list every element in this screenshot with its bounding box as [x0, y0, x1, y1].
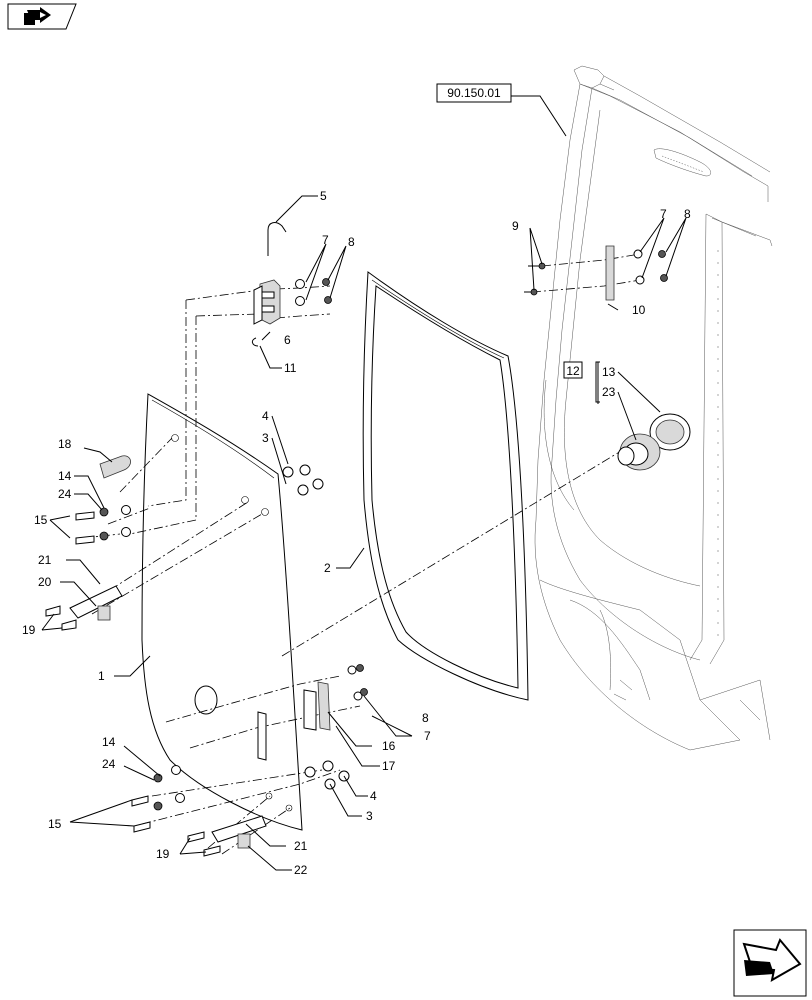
callout-19: 19	[22, 623, 36, 637]
callout-3: 3	[366, 809, 373, 823]
left-upper-hardware	[45, 455, 324, 631]
window-glass-panel	[141, 393, 303, 831]
callout-10: 10	[632, 303, 646, 317]
callout-7: 7	[424, 729, 431, 743]
callout-15: 15	[34, 513, 48, 527]
latch-hinge-assembly	[251, 222, 332, 347]
window-gasket	[362, 271, 529, 701]
callout-8: 8	[422, 711, 429, 725]
callout-4: 4	[370, 789, 377, 803]
callout-22: 22	[294, 863, 308, 877]
callout-8: 8	[684, 207, 691, 221]
callout-5: 5	[320, 189, 327, 203]
callout-2: 2	[324, 561, 331, 575]
reference-label: 90.150.01	[447, 86, 501, 100]
group-bracket-label: 12	[566, 364, 580, 378]
callout-1: 1	[98, 669, 105, 683]
callout-14: 14	[58, 469, 72, 483]
callout-14: 14	[102, 735, 116, 749]
callout-24: 24	[58, 487, 72, 501]
callout-24: 24	[102, 757, 116, 771]
callout-3: 3	[262, 431, 269, 445]
callout-11: 11	[284, 361, 297, 375]
cab-pillar-frame	[534, 65, 773, 751]
callout-4: 4	[262, 409, 269, 423]
callout-21: 21	[294, 839, 308, 853]
callout-16: 16	[382, 739, 396, 753]
callout-13: 13	[602, 365, 616, 379]
lower-right-hardware	[257, 664, 368, 790]
leader-lines	[41, 95, 687, 871]
reference-link[interactable]: 90.150.01	[436, 83, 512, 103]
callout-18: 18	[58, 437, 72, 451]
callout-15: 15	[48, 817, 62, 831]
callout-21: 21	[38, 553, 52, 567]
group-bracket: 12	[563, 361, 600, 403]
callout-labels: 1 2 3 3 4 4 5 6 7 7 7 8 8 8 9 10 11 13 1…	[22, 189, 691, 877]
callout-17: 17	[382, 759, 396, 773]
callout-8: 8	[348, 235, 355, 249]
callout-7: 7	[322, 233, 329, 247]
callout-6: 6	[284, 333, 291, 347]
callout-20: 20	[38, 575, 52, 589]
next-page-arrow-icon[interactable]	[733, 929, 807, 997]
upper-right-hardware	[524, 245, 668, 301]
callout-7: 7	[660, 207, 667, 221]
left-lower-hardware	[131, 765, 267, 857]
callout-23: 23	[602, 385, 616, 399]
callout-9: 9	[512, 219, 519, 233]
knob-assembly	[617, 413, 691, 471]
back-arrow-icon[interactable]	[7, 3, 77, 30]
alignment-lines	[83, 253, 641, 855]
callout-19: 19	[156, 847, 170, 861]
